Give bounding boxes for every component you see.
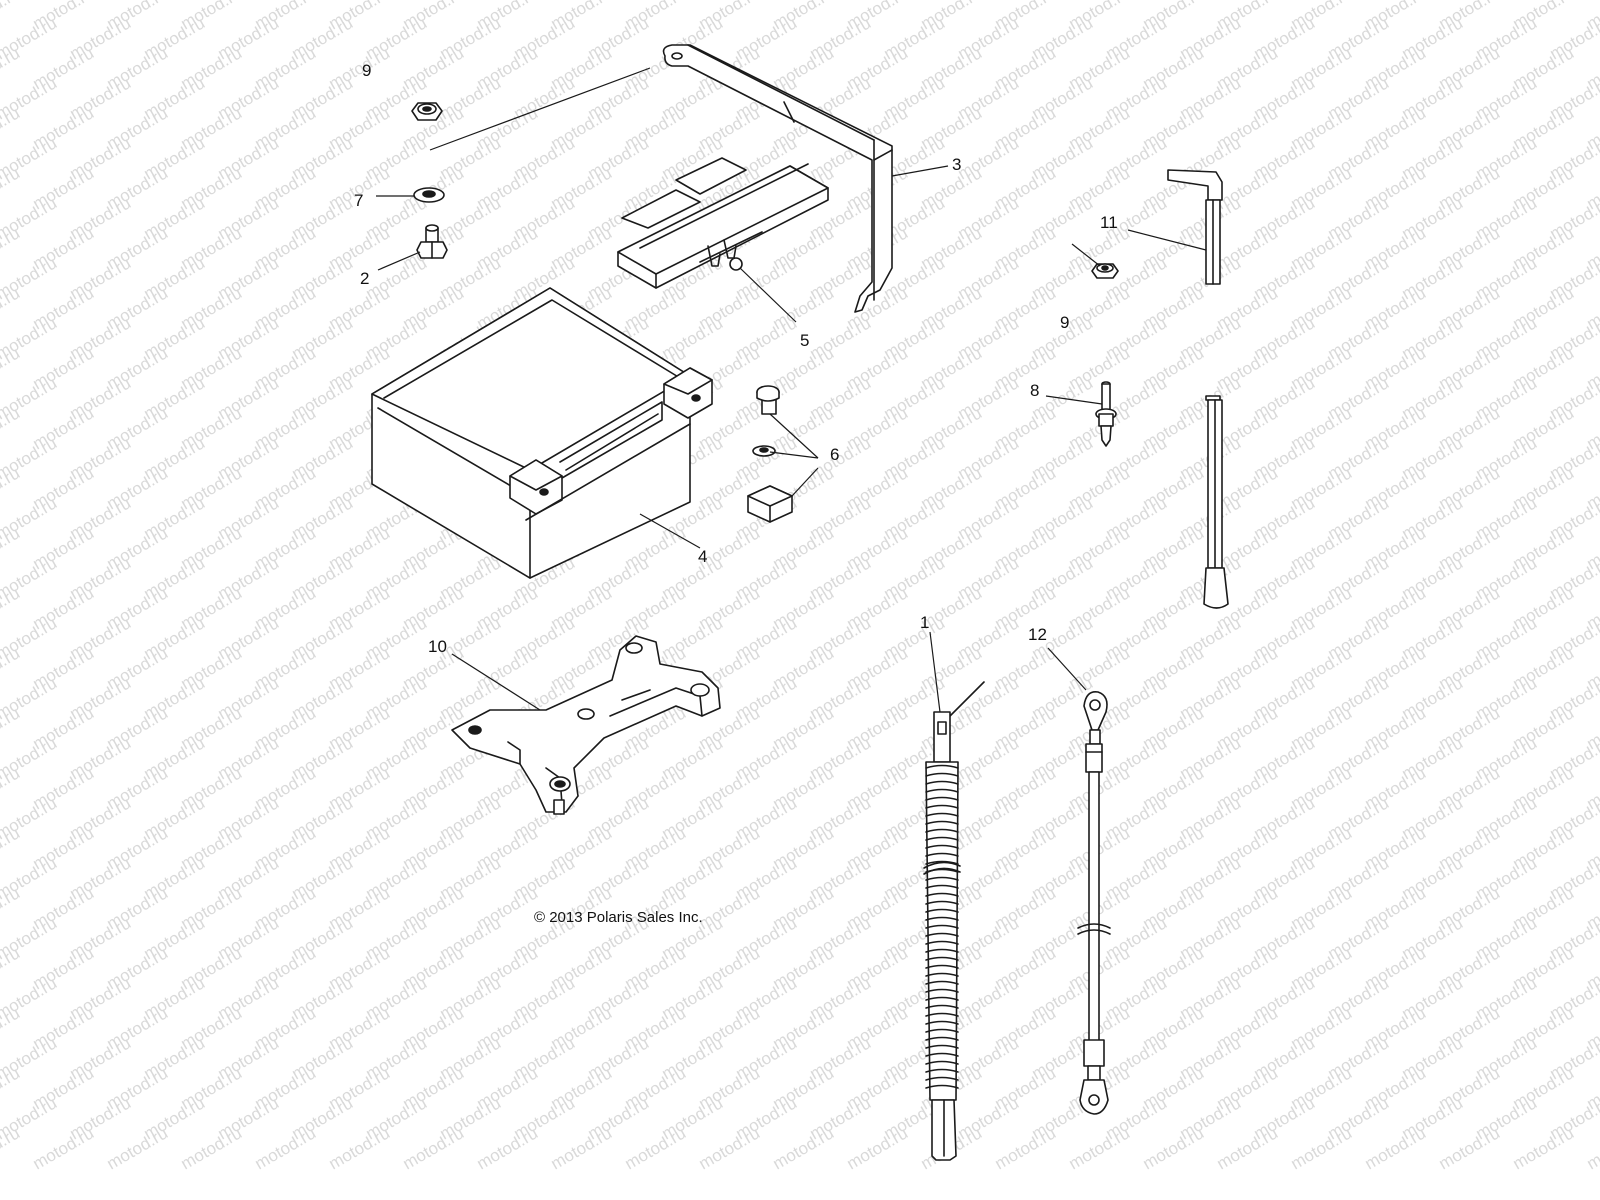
watermark-text: motod.ru bbox=[1288, 1123, 1356, 1173]
watermark-text: motod.ru bbox=[992, 1123, 1060, 1173]
callout-7: 7 bbox=[354, 191, 363, 210]
watermark-text: motod.ru bbox=[400, 1123, 468, 1173]
watermark-text: motod.ru bbox=[1436, 1123, 1504, 1173]
callout-2: 2 bbox=[360, 269, 369, 288]
watermark-text: motod.ru bbox=[622, 1123, 690, 1173]
callout-3: 3 bbox=[952, 155, 961, 174]
callout-1: 1 bbox=[920, 613, 929, 632]
watermark-text: motod.ru bbox=[1584, 1123, 1600, 1173]
callout-5: 5 bbox=[800, 331, 809, 350]
watermark-text: motod.ru bbox=[474, 1123, 542, 1173]
callout-11: 11 bbox=[1100, 213, 1118, 232]
watermark-text: motod.ru bbox=[0, 0, 23, 33]
callout-6: 6 bbox=[830, 445, 839, 464]
callout-12: 12 bbox=[1028, 625, 1047, 644]
watermark-text: motod.ru bbox=[1066, 1123, 1134, 1173]
part-7-washer bbox=[413, 187, 445, 203]
watermark-text: motod.ru bbox=[30, 1123, 98, 1173]
watermark-text: motod.ru bbox=[252, 1123, 320, 1173]
callout-9-top: 9 bbox=[362, 61, 371, 80]
watermark-text: motod.ru bbox=[1510, 1123, 1578, 1173]
watermark-text: motod.ru bbox=[1214, 1123, 1282, 1173]
callout-10: 10 bbox=[428, 637, 447, 656]
callout-8: 8 bbox=[1030, 381, 1039, 400]
callout-4: 4 bbox=[698, 547, 707, 566]
part-9-nut bbox=[411, 102, 443, 121]
watermark-text: motod.ru bbox=[1140, 1123, 1208, 1173]
watermark-text: motod.ru bbox=[770, 1123, 838, 1173]
watermark-text: motod.ru bbox=[548, 1123, 616, 1173]
watermark-text: motod.ru bbox=[104, 1123, 172, 1173]
watermark-text: motod.ru bbox=[178, 1123, 246, 1173]
callout-9-right: 9 bbox=[1060, 313, 1069, 332]
copyright-notice: © 2013 Polaris Sales Inc. bbox=[534, 909, 703, 926]
watermark-text: motod.ru bbox=[844, 1123, 912, 1173]
part-9-nut-right bbox=[1091, 263, 1119, 279]
watermark-text: motod.ru bbox=[326, 1123, 394, 1173]
watermark-text: motod.ru bbox=[1362, 1123, 1430, 1173]
watermark-text: motod.ru bbox=[696, 1123, 764, 1173]
